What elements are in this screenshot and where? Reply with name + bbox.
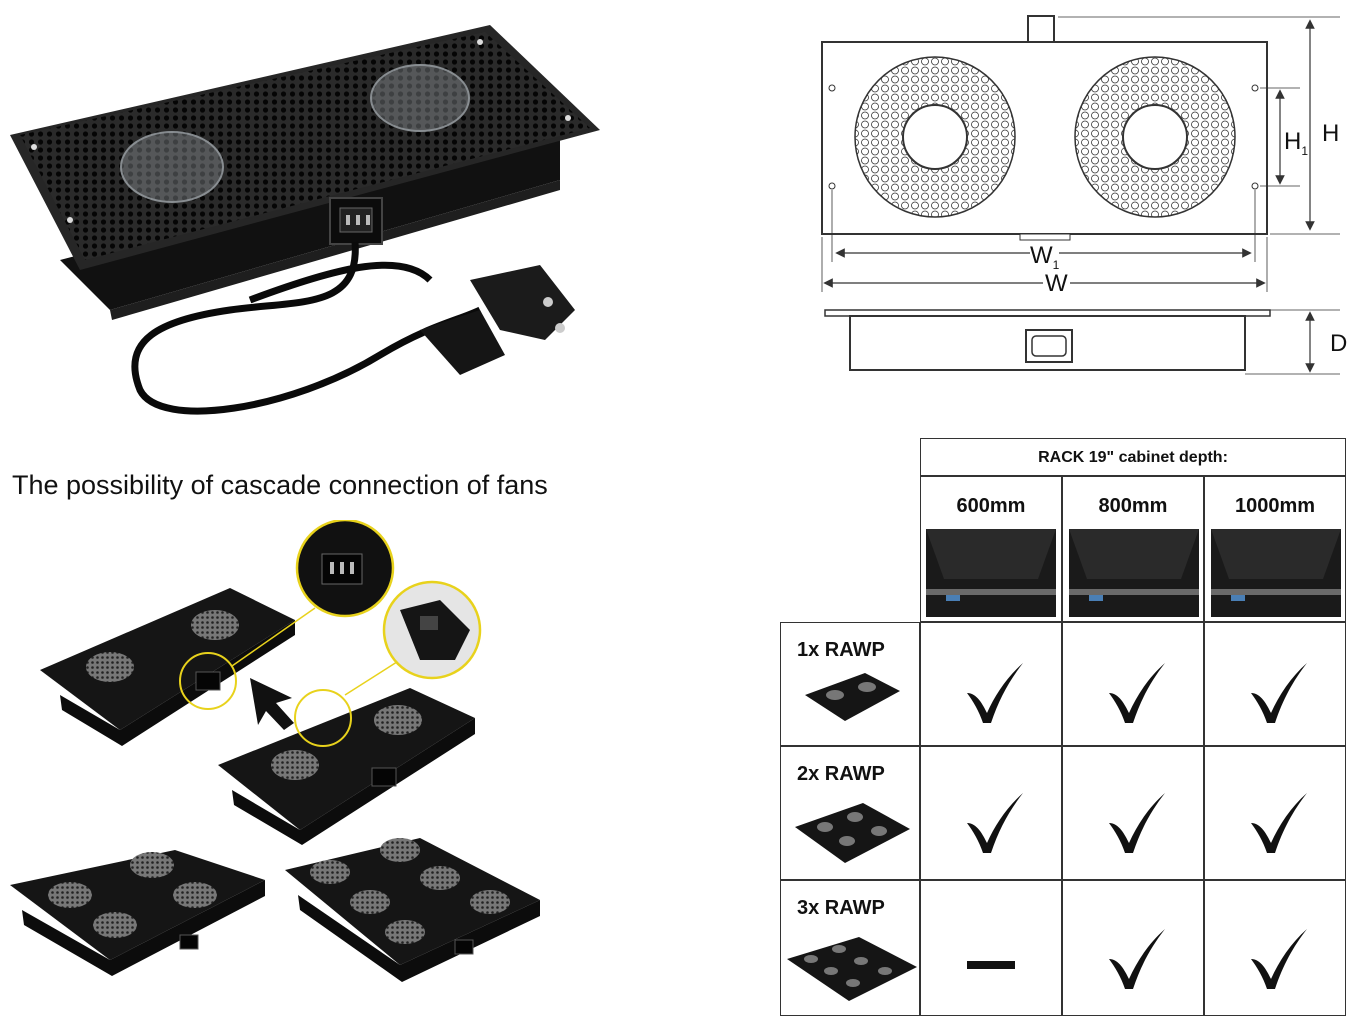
checkmark-icon [967,793,1023,853]
checkmark-icon [1109,663,1165,723]
arrow-pointer-icon [250,678,294,730]
table-row-cell [920,746,1062,880]
one-unit-thumbnail [805,673,900,721]
cabinet-1000-photo [1211,529,1341,617]
table-row-cell [1062,880,1204,1016]
two-units-thumbnail [795,803,910,863]
column-label: 800mm [1098,495,1168,517]
checkmark-icon [1109,793,1165,853]
dimension-label-d: D [1330,330,1348,357]
cascade-caption: The possibility of cascade connection of… [12,470,548,500]
cascade-illustration [0,520,560,1020]
table-row-cell [1204,880,1346,1016]
row-label: 1x RAWP [797,639,885,661]
dimension-label-w: W [1043,270,1070,298]
cabinet-800-photo [1069,529,1199,617]
table-row-cell [920,622,1062,746]
dimension-label-h1: H1 [1284,128,1309,158]
checkmark-icon [1251,929,1307,989]
column-label: 1000mm [1234,495,1316,517]
dimension-label-w1: W1 [1030,242,1060,272]
fan-unit-photo [0,10,610,430]
checkmark-icon [1251,793,1307,853]
checkmark-icon [1109,929,1165,989]
technical-drawing: H H1 W1 W D [810,12,1355,387]
table-row-cell [1204,746,1346,880]
table-row-head: 3x RAWP [780,880,920,1016]
table-row-cell [920,880,1062,1016]
column-label: 600mm [956,495,1026,517]
table-row-cell [1062,746,1204,880]
table-row-head: 2x RAWP [780,746,920,880]
table-row-cell [1204,622,1346,746]
compatibility-table: RACK 19" cabinet depth: 600mm 800mm 1000… [780,438,1346,1016]
three-units-thumbnail [787,937,917,1001]
checkmark-icon [1251,663,1307,723]
table-header-text: RACK 19" cabinet depth: [1038,449,1228,466]
row-label: 3x RAWP [797,897,885,919]
checkmark-icon [967,663,1023,723]
row-label: 2x RAWP [797,763,885,785]
table-row-head: 1x RAWP [780,622,920,746]
column-head-800: 800mm [1062,476,1204,622]
table-header: RACK 19" cabinet depth: [920,438,1346,476]
column-head-600: 600mm [920,476,1062,622]
table-row-cell [1062,622,1204,746]
cabinet-600-photo [926,529,1056,617]
dash-icon [967,961,1015,969]
dimension-label-h: H [1322,120,1340,147]
column-head-1000: 1000mm [1204,476,1346,622]
